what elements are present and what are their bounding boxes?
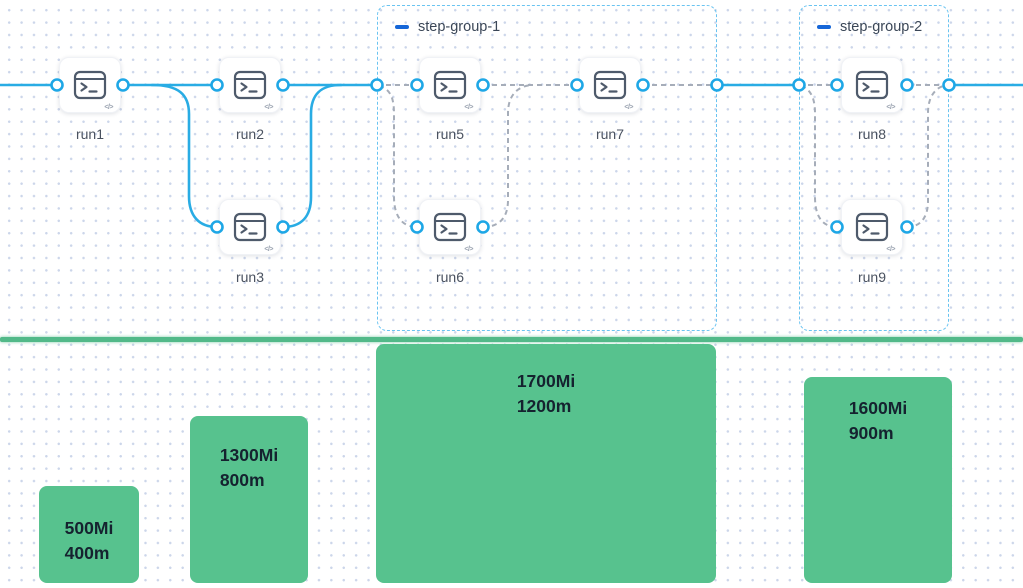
node-label-run2: run2 bbox=[235, 126, 265, 142]
resource-bar-step-group-1: 1700Mi 1200m bbox=[376, 344, 716, 583]
node-run9[interactable]: </> bbox=[841, 199, 903, 255]
port-group1-out[interactable] bbox=[710, 78, 724, 92]
port-run2-out[interactable] bbox=[276, 78, 290, 92]
cpu-value: 400m bbox=[64, 543, 110, 563]
port-run2-in[interactable] bbox=[210, 78, 224, 92]
resource-bar-run1: 500Mi 400m bbox=[39, 486, 139, 583]
terminal-icon bbox=[233, 70, 267, 100]
node-run6[interactable]: </> bbox=[419, 199, 481, 255]
port-group2-in[interactable] bbox=[792, 78, 806, 92]
edge-run1-run3[interactable] bbox=[150, 83, 219, 229]
resource-separator-line bbox=[0, 337, 1023, 342]
code-icon: </> bbox=[464, 246, 473, 253]
memory-value: 1700Mi bbox=[516, 371, 576, 391]
node-label-run8: run8 bbox=[857, 126, 887, 142]
edge-run3-merge[interactable] bbox=[281, 83, 343, 229]
port-run1-out[interactable] bbox=[116, 78, 130, 92]
memory-value: 1600Mi bbox=[848, 398, 908, 418]
step-group-1-container[interactable]: step-group-1 bbox=[377, 5, 717, 331]
node-label-run5: run5 bbox=[435, 126, 465, 142]
port-run8-out[interactable] bbox=[900, 78, 914, 92]
port-run5-out[interactable] bbox=[476, 78, 490, 92]
resource-bar-run2-run3: 1300Mi 800m bbox=[190, 416, 308, 583]
step-group-label: step-group-1 bbox=[418, 19, 501, 35]
node-run5[interactable]: </> bbox=[419, 57, 481, 113]
node-label-run9: run9 bbox=[857, 269, 887, 285]
terminal-icon bbox=[855, 70, 889, 100]
code-icon: </> bbox=[264, 104, 273, 111]
code-icon: </> bbox=[264, 246, 273, 253]
collapse-icon[interactable] bbox=[395, 25, 409, 29]
port-run6-out[interactable] bbox=[476, 220, 490, 234]
edge-group1-run6[interactable] bbox=[378, 85, 418, 228]
cpu-value: 900m bbox=[848, 423, 894, 443]
terminal-icon bbox=[73, 70, 107, 100]
step-group-2-container[interactable]: step-group-2 bbox=[799, 5, 949, 331]
resource-bar-label: 1600Mi 900m bbox=[849, 396, 907, 583]
port-run5-in[interactable] bbox=[410, 78, 424, 92]
edge-run9-merge[interactable] bbox=[906, 84, 948, 228]
node-run8[interactable]: </> bbox=[841, 57, 903, 113]
cpu-value: 800m bbox=[219, 470, 265, 490]
terminal-icon bbox=[593, 70, 627, 100]
resource-bar-step-group-2: 1600Mi 900m bbox=[804, 377, 952, 583]
port-group1-in[interactable] bbox=[370, 78, 384, 92]
step-group-label: step-group-2 bbox=[840, 19, 923, 35]
node-label-run6: run6 bbox=[435, 269, 465, 285]
port-run8-in[interactable] bbox=[830, 78, 844, 92]
code-icon: </> bbox=[624, 104, 633, 111]
resource-bar-label: 500Mi 400m bbox=[65, 516, 114, 583]
port-run3-in[interactable] bbox=[210, 220, 224, 234]
cpu-value: 1200m bbox=[516, 396, 572, 416]
port-run6-in[interactable] bbox=[410, 220, 424, 234]
port-run3-out[interactable] bbox=[276, 220, 290, 234]
step-group-2-header: step-group-2 bbox=[817, 19, 922, 35]
port-group2-out[interactable] bbox=[942, 78, 956, 92]
terminal-icon bbox=[233, 212, 267, 242]
code-icon: </> bbox=[464, 104, 473, 111]
code-icon: </> bbox=[886, 246, 895, 253]
port-run9-in[interactable] bbox=[830, 220, 844, 234]
node-run1[interactable]: </> bbox=[59, 57, 121, 113]
edge-run6-merge[interactable] bbox=[482, 84, 533, 228]
terminal-icon bbox=[433, 70, 467, 100]
node-run7[interactable]: </> bbox=[579, 57, 641, 113]
memory-value: 1300Mi bbox=[219, 445, 279, 465]
port-run7-in[interactable] bbox=[570, 78, 584, 92]
port-run9-out[interactable] bbox=[900, 220, 914, 234]
terminal-icon bbox=[433, 212, 467, 242]
resource-bar-label: 1700Mi 1200m bbox=[517, 369, 575, 583]
port-run7-out[interactable] bbox=[636, 78, 650, 92]
port-run1-in[interactable] bbox=[50, 78, 64, 92]
code-icon: </> bbox=[886, 104, 895, 111]
node-label-run1: run1 bbox=[75, 126, 105, 142]
step-group-1-header: step-group-1 bbox=[395, 19, 500, 35]
node-label-run7: run7 bbox=[595, 126, 625, 142]
resource-bar-label: 1300Mi 800m bbox=[220, 443, 278, 583]
edge-group2-run9[interactable] bbox=[800, 85, 838, 228]
terminal-icon bbox=[855, 212, 889, 242]
collapse-icon[interactable] bbox=[817, 25, 831, 29]
memory-value: 500Mi bbox=[64, 518, 114, 538]
node-label-run3: run3 bbox=[235, 269, 265, 285]
node-run3[interactable]: </> bbox=[219, 199, 281, 255]
code-icon: </> bbox=[104, 104, 113, 111]
node-run2[interactable]: </> bbox=[219, 57, 281, 113]
